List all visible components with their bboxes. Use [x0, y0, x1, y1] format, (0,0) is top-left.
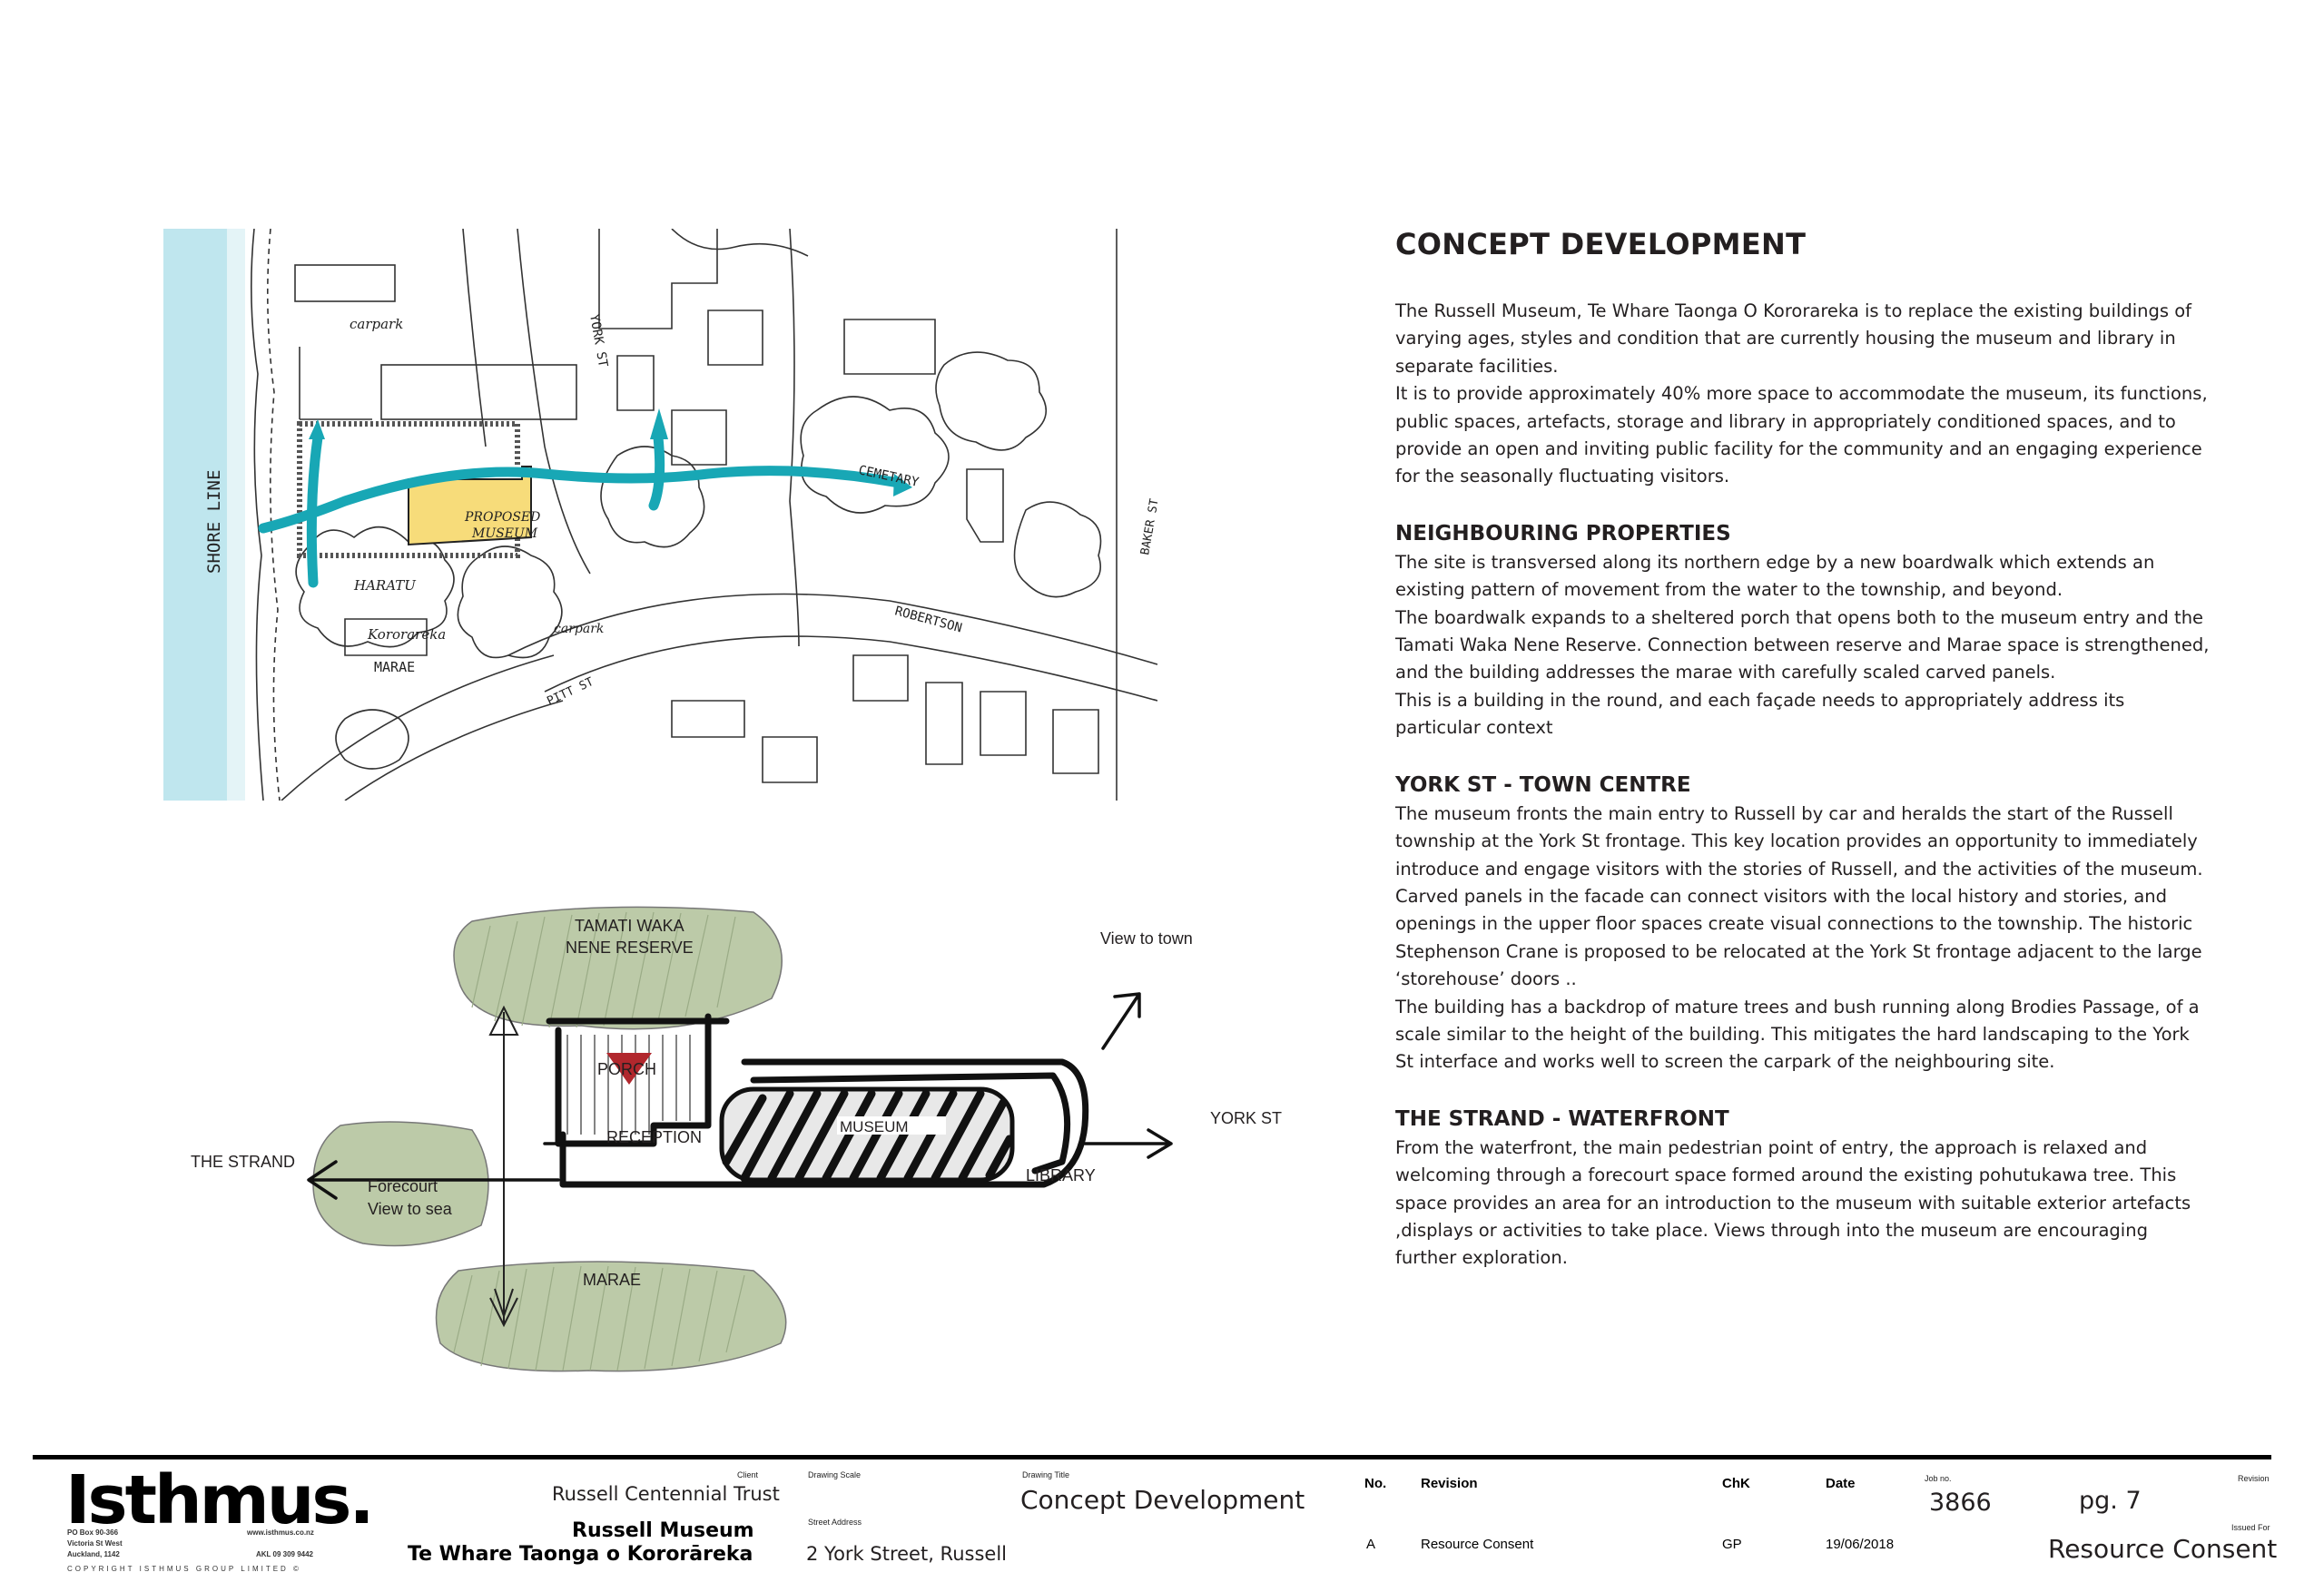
movement-path: [263, 437, 899, 583]
label-reserve: TAMATI WAKA NENE RESERVE: [566, 915, 694, 958]
label-museum: MUSEUM: [840, 1118, 909, 1136]
svg-text:MARAE: MARAE: [374, 659, 415, 675]
label-library: LIBRARY: [1026, 1166, 1096, 1185]
site-sketch-map: SHORE LINE carpark YORK ST PROPOSED MUSE…: [163, 229, 1157, 801]
col-no: No.: [1364, 1476, 1386, 1491]
col-revision: Revision: [1421, 1476, 1478, 1491]
section-strand: THE STRAND - WATERFRONT From the waterfr…: [1395, 1107, 2212, 1273]
isthmus-logo: Isthmus.: [65, 1467, 372, 1534]
label-view-to-town: View to town: [1100, 929, 1193, 948]
svg-text:HARATU: HARATU: [353, 577, 417, 594]
neighbouring-paragraph: The site is transversed along its northe…: [1395, 549, 2212, 604]
heading-york-st: YORK ST - TOWN CENTRE: [1395, 773, 2212, 797]
york-paragraph: The museum fronts the main entry to Russ…: [1395, 801, 2212, 883]
phone: AKL 09 309 9442: [256, 1550, 313, 1558]
issued-for: Resource Consent: [2048, 1534, 2277, 1564]
revision-date: 19/06/2018: [1826, 1537, 1894, 1552]
street-address: 2 York Street, Russell: [806, 1543, 1007, 1565]
issued-for-label: Issued For: [2231, 1523, 2270, 1532]
neighbouring-paragraph: This is a building in the round, and eac…: [1395, 687, 2212, 742]
address-line: PO Box 90-366: [67, 1528, 118, 1537]
york-paragraph: Carved panels in the facade can connect …: [1395, 883, 2212, 994]
revision-label: Revision: [2238, 1474, 2270, 1483]
section-neighbouring: NEIGHBOURING PROPERTIES The site is tran…: [1395, 522, 2212, 742]
label-the-strand: THE STRAND: [191, 1153, 295, 1172]
col-date: Date: [1826, 1476, 1856, 1491]
col-chk: ChK: [1722, 1476, 1750, 1491]
concept-text-column: CONCEPT DEVELOPMENT The Russell Museum, …: [1395, 227, 2212, 1303]
heading-concept-development: CONCEPT DEVELOPMENT: [1395, 227, 2212, 261]
drawing-title-label: Drawing Title: [1022, 1470, 1069, 1479]
concept-diagram: TAMATI WAKA NENE RESERVE View to town PO…: [0, 871, 1362, 1380]
client-label: Client: [737, 1470, 758, 1479]
svg-text:YORK ST: YORK ST: [586, 313, 610, 369]
label-view-to-sea: View to sea: [368, 1200, 452, 1219]
svg-text:PROPOSED: PROPOSED: [464, 510, 540, 525]
job-number: 3866: [1929, 1489, 1992, 1517]
website: www.isthmus.co.nz: [247, 1528, 314, 1537]
heading-neighbouring-properties: NEIGHBOURING PROPERTIES: [1395, 522, 2212, 545]
svg-text:carpark: carpark: [554, 622, 604, 636]
concept-paragraph: It is to provide approximately 40% more …: [1395, 380, 2212, 491]
revision-description: Resource Consent: [1421, 1537, 1533, 1552]
section-york-st: YORK ST - TOWN CENTRE The museum fronts …: [1395, 773, 2212, 1076]
concept-paragraph: The Russell Museum, Te Whare Taonga O Ko…: [1395, 298, 2212, 380]
section-concept: The Russell Museum, Te Whare Taonga O Ko…: [1395, 298, 2212, 491]
copyright: COPYRIGHT ISTHMUS GROUP LIMITED ©: [67, 1565, 301, 1573]
label-shore-line: SHORE LINE: [204, 470, 224, 574]
label-forecourt: Forecourt: [368, 1177, 438, 1196]
svg-text:carpark: carpark: [350, 316, 403, 332]
heading-the-strand: THE STRAND - WATERFRONT: [1395, 1107, 2212, 1131]
address-line: Auckland, 1142: [67, 1550, 120, 1558]
client-name: Russell Centennial Trust: [552, 1483, 780, 1505]
street-address-label: Street Address: [808, 1518, 862, 1527]
york-paragraph: The building has a backdrop of mature tr…: [1395, 994, 2212, 1076]
label-porch: PORCH: [597, 1060, 656, 1079]
revision-checked-by: GP: [1722, 1537, 1742, 1552]
svg-text:Kororareka: Kororareka: [367, 626, 446, 643]
job-no-label: Job no.: [1925, 1474, 1952, 1483]
neighbouring-paragraph: The boardwalk expands to a sheltered por…: [1395, 604, 2212, 687]
label-reception: RECEPTION: [606, 1128, 702, 1147]
strand-paragraph: From the waterfront, the main pedestrian…: [1395, 1135, 2212, 1273]
project-name: Russell Museum: [572, 1519, 754, 1542]
project-name-maori: Te Whare Taonga o Kororāreka: [408, 1543, 753, 1566]
label-marae: MARAE: [583, 1271, 641, 1290]
label-york-st: YORK ST: [1210, 1109, 1282, 1128]
page-number: pg. 7: [2079, 1487, 2142, 1515]
svg-text:MUSEUM: MUSEUM: [471, 526, 538, 541]
address-line: Victoria St West: [67, 1539, 123, 1548]
title-block-divider: [33, 1455, 2271, 1459]
svg-text:BAKER ST: BAKER ST: [1138, 497, 1157, 555]
revision-no: A: [1366, 1537, 1375, 1552]
drawing-scale-label: Drawing Scale: [808, 1470, 861, 1479]
drawing-title: Concept Development: [1020, 1485, 1305, 1515]
